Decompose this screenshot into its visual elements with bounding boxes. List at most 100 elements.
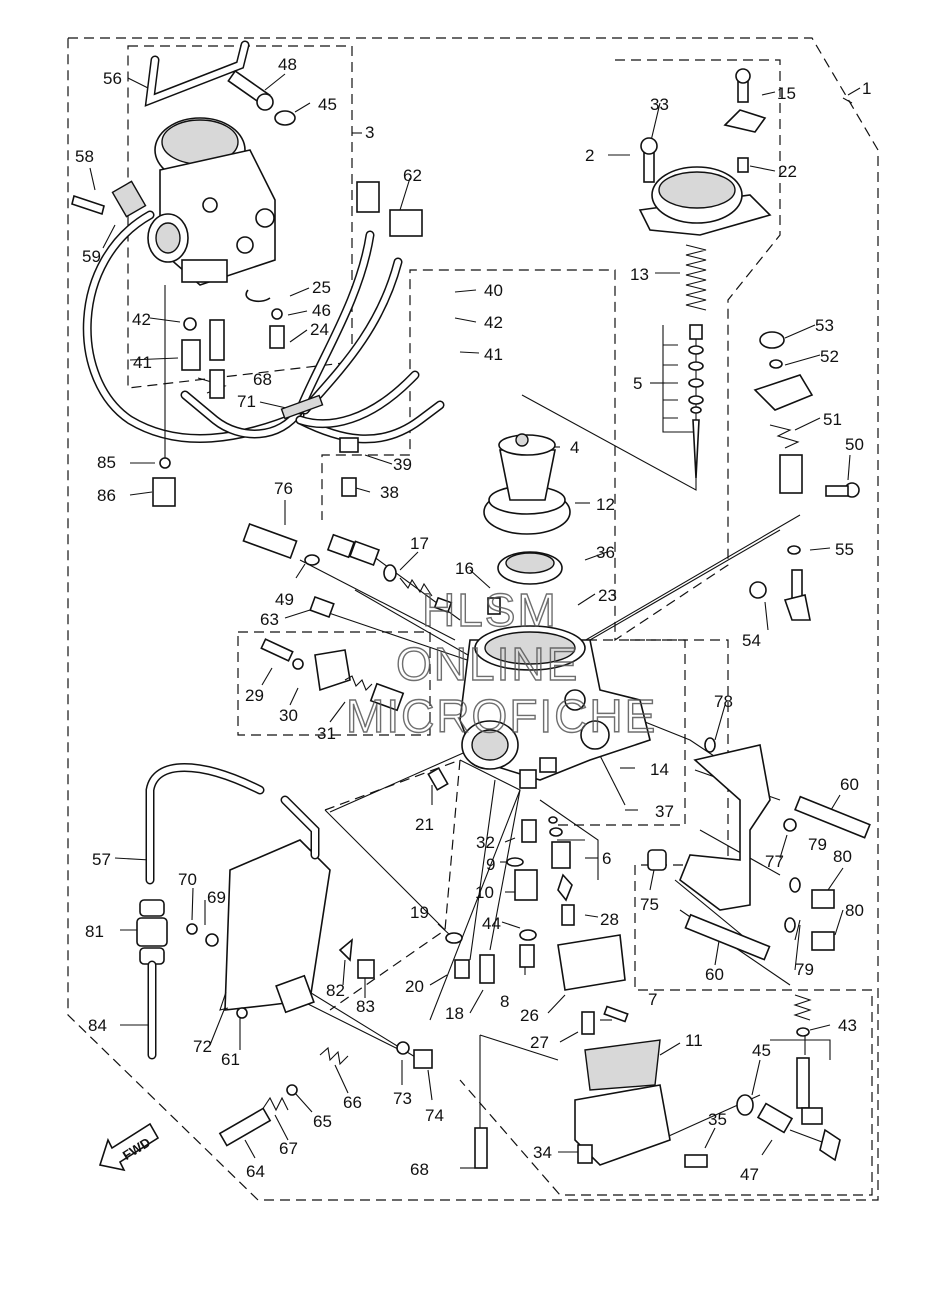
callout-43: 43 (838, 1016, 857, 1035)
callout-47: 47 (740, 1165, 759, 1184)
callout-36: 36 (596, 543, 615, 562)
link-bracket-boundary (324, 759, 461, 1011)
watermark-line-1: HLSM (422, 584, 558, 636)
callout-40: 40 (484, 281, 503, 300)
callout-54: 54 (742, 631, 761, 650)
outer-assembly-boundary (67, 37, 879, 1201)
callout-46: 46 (312, 301, 331, 320)
callout-12: 12 (596, 495, 615, 514)
callout-10: 10 (475, 883, 494, 902)
callout-61: 61 (221, 1050, 240, 1069)
callout-28: 28 (600, 910, 619, 929)
callout-16: 16 (455, 559, 474, 578)
callout-41a: 41 (133, 353, 152, 372)
callout-71: 71 (237, 392, 256, 411)
watermark-line-2: ONLINE (396, 638, 579, 690)
callout-5: 5 (633, 374, 642, 393)
carburetor-assembly-illustration (71, 40, 445, 507)
callout-11: 11 (685, 1031, 703, 1050)
callout-37: 37 (655, 802, 674, 821)
callout-80a: 80 (833, 847, 852, 866)
callout-58: 58 (75, 147, 94, 166)
callout-84: 84 (88, 1016, 107, 1035)
callout-34: 34 (533, 1143, 552, 1162)
bracket-illustration (647, 737, 871, 961)
callout-17: 17 (410, 534, 429, 553)
callout-75: 75 (640, 895, 659, 914)
callout-38: 38 (380, 483, 399, 502)
pilot-screw-boundary (237, 631, 431, 736)
callout-18: 18 (445, 1004, 464, 1023)
callout-55: 55 (835, 540, 854, 559)
callout-20: 20 (405, 977, 424, 996)
callout-13: 13 (630, 265, 649, 284)
callout-41b: 41 (484, 345, 503, 364)
callout-22: 22 (778, 162, 797, 181)
callout-45a: 45 (318, 95, 337, 114)
callout-77: 77 (765, 852, 784, 871)
callout-60a: 60 (840, 775, 859, 794)
adjust-screw-illustration (736, 994, 841, 1162)
callout-25: 25 (312, 278, 331, 297)
callout-numbers: 1 2 3 4 5 6 7 8 9 10 11 12 13 14 15 16 1… (75, 55, 871, 1184)
coil-spring-13 (685, 244, 707, 311)
callout-48: 48 (278, 55, 297, 74)
callout-24: 24 (310, 320, 329, 339)
callout-59: 59 (82, 247, 101, 266)
callout-4: 4 (570, 438, 579, 457)
callout-57: 57 (92, 850, 111, 869)
callout-32: 32 (476, 833, 495, 852)
callout-64: 64 (246, 1162, 265, 1181)
callout-2: 2 (585, 146, 594, 165)
callout-83: 83 (356, 997, 375, 1016)
callout-52: 52 (820, 347, 839, 366)
hose-bracket-illustration (136, 763, 433, 1147)
callout-82: 82 (326, 981, 345, 1000)
callout-85: 85 (97, 453, 116, 472)
callout-35: 35 (708, 1110, 727, 1129)
callout-79b: 79 (795, 960, 814, 979)
callout-73: 73 (393, 1089, 412, 1108)
callout-1: 1 (862, 79, 871, 98)
callout-72: 72 (193, 1037, 212, 1056)
callout-51: 51 (823, 410, 842, 429)
callout-56: 56 (103, 69, 122, 88)
carburetor-assy-boundary (127, 45, 353, 389)
callout-63: 63 (260, 610, 279, 629)
callout-44: 44 (482, 914, 501, 933)
callout-68a: 68 (253, 370, 272, 389)
callout-19: 19 (410, 903, 429, 922)
callout-70: 70 (178, 870, 197, 889)
watermark-line-3: MICROFICHE (346, 690, 657, 742)
callout-8: 8 (500, 992, 509, 1011)
callout-31: 31 (317, 724, 336, 743)
callout-50: 50 (845, 435, 864, 454)
callout-80b: 80 (845, 901, 864, 920)
callout-79a: 79 (808, 835, 827, 854)
upper-cover-illustration (638, 68, 772, 479)
callout-42a: 42 (132, 310, 151, 329)
callout-7: 7 (648, 990, 657, 1009)
callout-67: 67 (279, 1139, 298, 1158)
carb-body-illustration (459, 625, 651, 789)
callout-29: 29 (245, 686, 264, 705)
callout-49: 49 (275, 590, 294, 609)
float-chamber-boundary (555, 639, 686, 826)
callout-30: 30 (279, 706, 298, 725)
callout-66: 66 (343, 1093, 362, 1112)
callout-53: 53 (815, 316, 834, 335)
callout-9: 9 (486, 855, 495, 874)
throttle-boundary (459, 639, 873, 1196)
callout-78: 78 (714, 692, 733, 711)
callout-65: 65 (313, 1112, 332, 1131)
callout-74: 74 (425, 1106, 444, 1125)
callout-81: 81 (85, 922, 104, 941)
callout-42b: 42 (484, 313, 503, 332)
callout-45b: 45 (752, 1041, 771, 1060)
callout-60b: 60 (705, 965, 724, 984)
assembly-boundaries (67, 37, 879, 1201)
callout-62: 62 (403, 166, 422, 185)
callout-6: 6 (602, 849, 611, 868)
